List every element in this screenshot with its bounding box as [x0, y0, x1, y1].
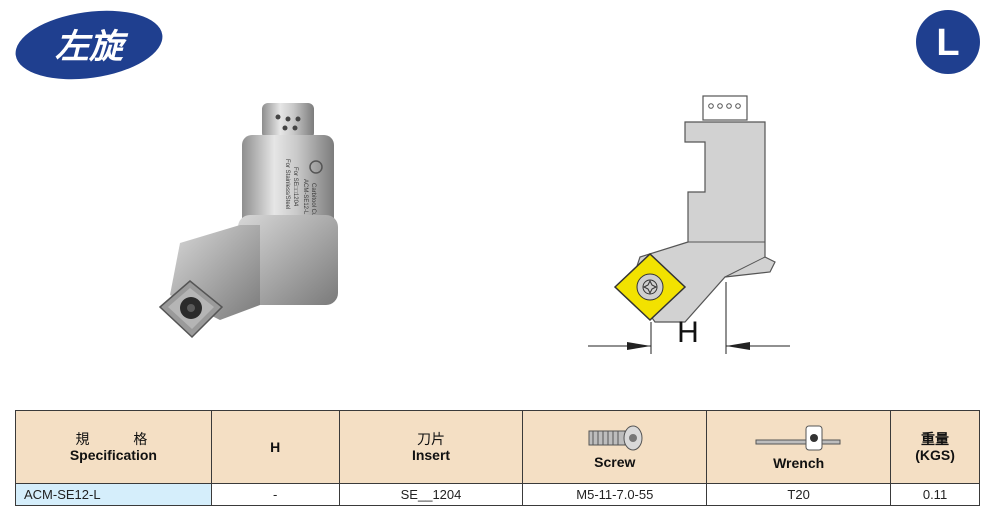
header-h: H [210, 410, 340, 484]
header-insert: 刀片 Insert [338, 410, 524, 484]
header-h-label: H [270, 439, 281, 455]
engraving: Carbitool Cutter ACM-SE12-L For SE□□1204… [284, 159, 316, 225]
direction-badge-L-text: L [936, 22, 959, 64]
cell-screw: M5-11-7.0-55 [522, 483, 708, 506]
direction-badge-L: L [914, 8, 982, 76]
torx-screw-icon [642, 279, 658, 295]
direction-badge-text: 左旋 [55, 27, 129, 67]
header-insert-cn: 刀片 [417, 431, 445, 447]
header-spec-en: Specification [69, 447, 157, 463]
table-header-row: 規 格 Specification H 刀片 Insert Scr [15, 410, 980, 484]
header-spec-cn: 規 格 [75, 431, 168, 447]
header-wrench-en: Wrench [773, 455, 825, 471]
engraving-line-1: Carbitool Cutter [310, 183, 316, 225]
header-wrench: Wrench [706, 410, 892, 484]
header-weight-cn: 重量 [921, 431, 950, 447]
header-weight: 重量 (KGS) [890, 410, 980, 484]
table-row: ACM-SE12-L - SE__1204 M5-11-7.0-55 T20 0… [15, 483, 980, 506]
engraving-line-2: ACM-SE12-L [302, 179, 308, 215]
engraving-line-4: For Stainless/Steel [284, 159, 290, 209]
header-insert-en: Insert [411, 447, 451, 463]
header-weight-en: (KGS) [915, 447, 955, 463]
wrench-icon [755, 425, 841, 451]
engraving-line-3: For SE□□1204 [292, 167, 298, 207]
cell-h: - [210, 483, 340, 506]
spec-table: 規 格 Specification H 刀片 Insert Scr [15, 410, 980, 506]
cell-weight: 0.11 [890, 483, 980, 506]
screw-icon [588, 425, 643, 451]
header-specification: 規 格 Specification [15, 410, 212, 484]
cell-spec: ACM-SE12-L [15, 483, 212, 506]
dimension-label-H: H [677, 316, 699, 349]
tool-photo: Carbitool Cutter ACM-SE12-L For SE□□1204… [150, 95, 350, 355]
header-screw: Screw [522, 410, 708, 484]
direction-badge-left-hand: 左旋 [14, 10, 164, 80]
insert-shape [613, 252, 687, 322]
cell-insert: SE__1204 [338, 483, 524, 506]
technical-drawing: H [585, 92, 800, 362]
cell-wrench: T20 [706, 483, 892, 506]
header-screw-en: Screw [594, 454, 636, 470]
